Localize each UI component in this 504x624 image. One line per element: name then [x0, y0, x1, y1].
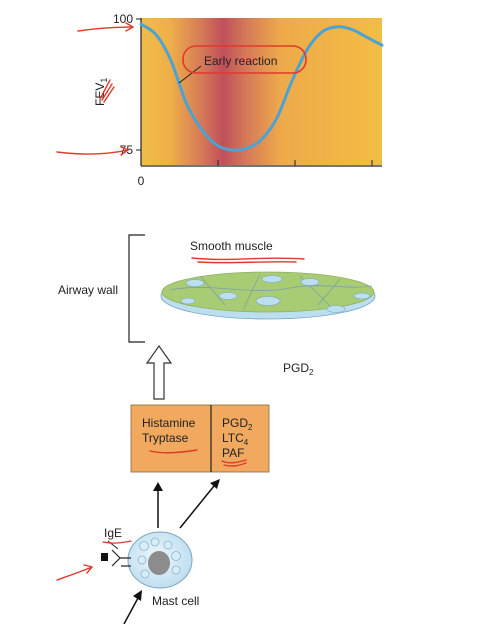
airway-wall-label: Airway wall	[58, 283, 118, 297]
y-axis-label-main: FEV	[93, 83, 107, 106]
ige-underline	[102, 540, 132, 544]
vessel	[185, 279, 205, 287]
granule	[171, 565, 181, 575]
mediator-pgd2-sub: 2	[248, 423, 253, 432]
pgd2-sub: 2	[309, 368, 314, 377]
mediator-box: Histamine Tryptase PGD2 LTC4 PAF	[130, 404, 270, 473]
fev1-chart: 100 75 0 FEV1 Early reaction	[93, 12, 384, 188]
ige-leader	[107, 540, 119, 550]
airway-wall-bracket	[128, 234, 145, 343]
mast-cell-nucleus	[148, 551, 170, 575]
ige-receptor	[111, 549, 131, 567]
mediator-tryptase: Tryptase	[142, 431, 189, 445]
vessel	[180, 297, 196, 305]
muscle-fiber	[242, 273, 261, 311]
smooth-muscle-label: Smooth muscle	[190, 239, 273, 253]
tryptase-underline	[149, 449, 198, 454]
mediator-ltc4-main: LTC	[222, 431, 244, 445]
pgd2-main: PGD	[283, 361, 309, 375]
vessel	[353, 292, 371, 300]
granule	[139, 541, 149, 551]
pgd2-label: PGD2	[283, 361, 314, 377]
muscle-fiber	[317, 278, 341, 306]
vessel	[261, 275, 283, 283]
fev1-series-line	[139, 22, 384, 152]
red-arrow-75	[56, 146, 130, 156]
red-arrow-mast-cell	[56, 564, 94, 581]
mast-cell-granules	[137, 537, 181, 579]
y-axis-label: FEV1	[93, 78, 109, 106]
airway-section: Airway wall Smooth muscle	[58, 234, 376, 343]
ige-label: IgE	[104, 526, 122, 540]
y-axis-label-sub: 1	[99, 78, 109, 83]
arrowhead	[133, 590, 142, 601]
annotation-red-circle	[182, 45, 307, 74]
granule	[137, 555, 147, 565]
release-arrows	[123, 479, 220, 624]
smooth-muscle-underline	[191, 257, 305, 264]
mediator-ltc4: LTC4	[222, 431, 249, 447]
ige-y-shape	[111, 549, 131, 567]
arrowhead	[153, 482, 163, 491]
red-scribble-fev	[99, 79, 115, 103]
x-tick-label: 0	[138, 174, 145, 188]
granule	[150, 537, 160, 547]
granule	[140, 569, 150, 579]
y-tick-label: 100	[113, 12, 133, 26]
arrow-up-diagonal	[179, 485, 215, 529]
arrowhead	[210, 479, 220, 489]
granule	[171, 551, 181, 561]
annotation-leader	[178, 65, 202, 84]
mast-cell-label: Mast cell	[152, 594, 199, 608]
red-arrow-100	[77, 22, 135, 32]
mediator-box-bg	[130, 404, 270, 473]
hand-annotations-chart	[56, 22, 135, 156]
muscle-fiber	[169, 285, 373, 291]
vessel	[300, 278, 320, 286]
mediator-paf: PAF	[222, 446, 244, 460]
mast-cell: IgE Mast cell	[101, 526, 199, 608]
mediator-histamine: Histamine	[142, 416, 196, 430]
mediator-ltc4-sub: 4	[244, 438, 249, 447]
vessel	[255, 296, 281, 306]
paf-underline	[221, 459, 247, 467]
annotation-label: Early reaction	[204, 54, 277, 68]
mediator-pgd2: PGD2	[222, 416, 253, 432]
antigen-block	[101, 553, 108, 561]
arrow-from-below	[123, 597, 139, 624]
granule	[163, 540, 173, 550]
vessel	[326, 305, 346, 313]
vessel	[218, 292, 238, 300]
chart-background	[141, 18, 382, 165]
mediator-pgd2-main: PGD	[222, 416, 248, 430]
blood-vessels	[180, 275, 371, 313]
muscle-fiber	[199, 275, 226, 306]
hollow-up-arrow	[145, 344, 173, 400]
